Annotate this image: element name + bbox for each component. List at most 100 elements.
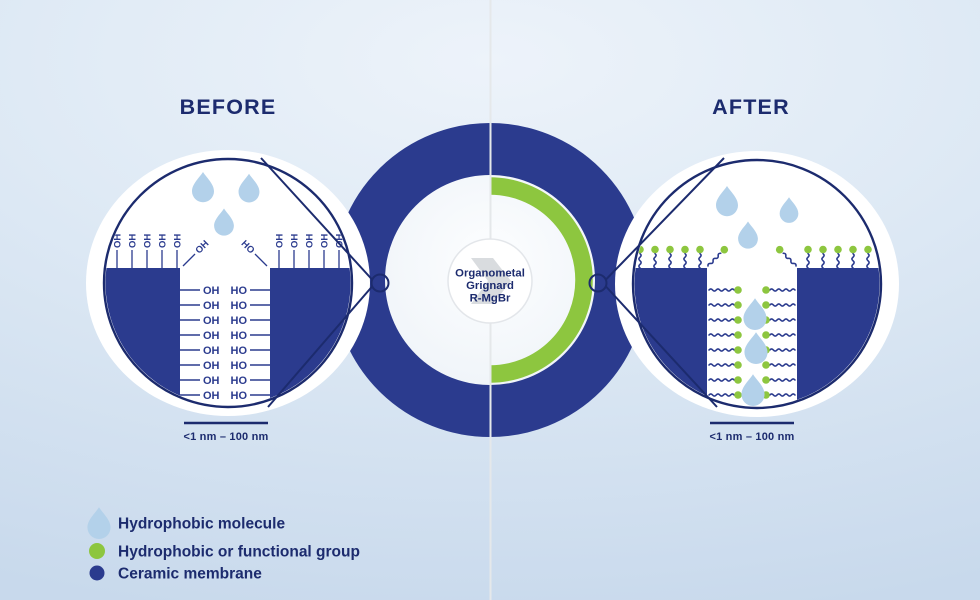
before-title: BEFORE: [180, 95, 277, 119]
center-reagent-badge: Organometal Grignard R-MgBr: [447, 238, 533, 324]
pore-hydroxyl-label: OH: [203, 285, 220, 297]
after-scale-label: <1 nm – 100 nm: [709, 431, 794, 443]
hydroxyl-surface-label: OH: [128, 234, 139, 248]
water-droplet: [743, 298, 767, 330]
pore-alkyl-chain: [708, 303, 735, 307]
alkyl-chain: [836, 252, 840, 269]
after-callout-lower-line: [604, 285, 718, 408]
alkyl-chain: [698, 252, 702, 269]
functional-group-dot: [734, 346, 742, 354]
functional-group-dot: [762, 301, 770, 309]
after-lens-marker: [588, 273, 608, 293]
pore-hydroxyl-label: OH: [203, 315, 220, 327]
pore-hydroxyl-label: OH: [203, 375, 220, 387]
pore-hydroxyl-label: HO: [231, 375, 248, 387]
alkyl-chain: [683, 252, 687, 269]
functional-group-dot: [734, 391, 742, 399]
alkyl-chain: [668, 252, 672, 269]
center-label-line3: R-MgBr: [470, 293, 511, 305]
navy-dot-icon: [89, 565, 105, 581]
water-droplet: [738, 221, 758, 249]
hydroxyl-surface-label: OH: [158, 234, 169, 248]
grignard-coating-arc: [489, 177, 593, 383]
arrow-right-icon: [471, 258, 511, 304]
pore-alkyl-chain: [769, 303, 796, 307]
alkyl-chain-diagonal: [707, 252, 722, 267]
pore-hydroxyl-label: OH: [203, 360, 220, 372]
functional-group-dot: [762, 286, 770, 294]
hydroxyl-surface-label: OH: [290, 234, 301, 248]
pore-alkyl-chain: [769, 393, 796, 397]
functional-group-dot: [849, 245, 857, 254]
water-droplet: [744, 332, 768, 364]
legend: Hydrophobic molecule Hydrophobic or func…: [87, 507, 360, 583]
pore-hydroxyl-label: HO: [231, 315, 248, 327]
functional-group-dot: [734, 361, 742, 369]
water-droplet: [238, 173, 260, 203]
hydroxyl-surface-label: OH: [305, 234, 316, 248]
droplet-icon: [87, 507, 111, 539]
hydroxyl-surface-label: OH: [113, 234, 124, 248]
pore-alkyl-chain: [769, 318, 796, 322]
functional-group-dot: [696, 245, 704, 254]
functional-group-dot: [762, 361, 770, 369]
pore-alkyl-chain: [708, 348, 735, 352]
green-dot-icon: [89, 543, 105, 559]
pore-hydroxyl-label: OH: [203, 390, 220, 402]
functional-group-dot: [762, 376, 770, 384]
alkyl-chain: [638, 252, 642, 269]
functional-group-dot: [720, 245, 729, 254]
hydroxyl-stem-diagonal: [182, 253, 196, 267]
pore-alkyl-chain: [708, 318, 735, 322]
pore-hydroxyl-label: HO: [231, 300, 248, 312]
hydroxyl-stem-diagonal: [254, 253, 268, 267]
functional-group-dot: [734, 301, 742, 309]
water-droplet: [716, 186, 738, 217]
pore-hydroxyl-label: HO: [231, 285, 248, 297]
functional-group-dot: [864, 245, 872, 254]
pore-alkyl-chain: [769, 288, 796, 292]
center-label-line2: Grignard: [466, 280, 514, 292]
pore-alkyl-chain: [708, 288, 735, 292]
pore-hydroxyl-label: HO: [231, 330, 248, 342]
legend-label-functional-group: Hydrophobic or functional group: [118, 544, 360, 561]
hydroxyl-surface-label: OH: [275, 234, 286, 248]
pore-hydroxyl-label: HO: [231, 390, 248, 402]
after-callout-upper-line: [604, 157, 725, 281]
functional-group-dot: [734, 316, 742, 324]
alkyl-chain: [806, 252, 810, 269]
pore-hydroxyl-label: HO: [231, 360, 248, 372]
functional-group-dot: [804, 245, 812, 254]
pore-alkyl-chain: [769, 348, 796, 352]
water-droplet: [192, 172, 214, 203]
pore-hydroxyl-label: HO: [231, 345, 248, 357]
functional-group-dot: [819, 245, 827, 254]
pore-hydroxyl-label: OH: [203, 345, 220, 357]
hydroxyl-surface-label: OH: [335, 234, 346, 248]
alkyl-chain: [866, 252, 870, 269]
after-title: AFTER: [712, 95, 790, 119]
alkyl-chain: [653, 252, 657, 269]
before-callout-lower-line: [267, 285, 374, 408]
before-lens-marker: [370, 273, 390, 293]
functional-group-dot: [681, 245, 689, 254]
legend-label-hydrophobic-molecule: Hydrophobic molecule: [118, 516, 285, 533]
functional-group-dot: [834, 245, 842, 254]
before-scale-label: <1 nm – 100 nm: [183, 431, 268, 443]
pore-hydroxyl-label: OH: [203, 300, 220, 312]
hydroxyl-surface-label: OH: [143, 234, 154, 248]
functional-group-dot: [775, 245, 784, 254]
water-droplet: [741, 374, 765, 406]
center-label-line1: Organometal: [455, 268, 525, 280]
hydroxyl-surface-label: OH: [173, 234, 184, 248]
alkyl-chain: [851, 252, 855, 269]
functional-group-dot: [651, 245, 659, 254]
functional-group-dot: [666, 245, 674, 254]
pore-alkyl-chain: [769, 363, 796, 367]
pore-alkyl-chain: [708, 393, 735, 397]
water-droplet: [214, 208, 234, 236]
before-callout-upper-line: [260, 157, 374, 281]
functional-group-dot: [734, 331, 742, 339]
